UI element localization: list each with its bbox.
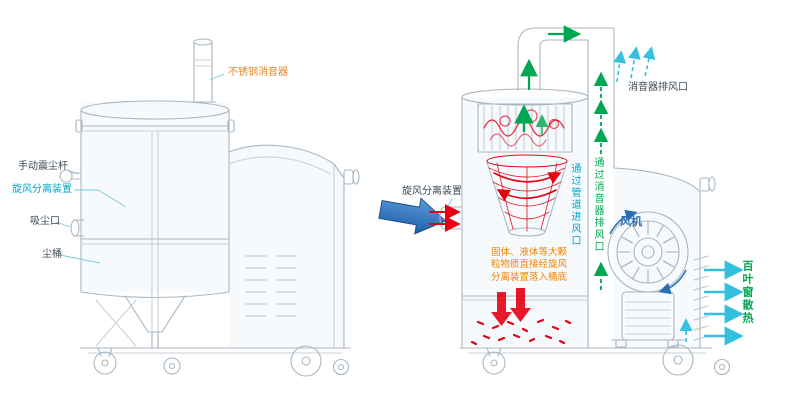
label-dust-bucket: 尘桶 — [42, 249, 62, 260]
right-leader-lines — [447, 198, 453, 207]
label-muffler-outlet: 消音器排风口 — [628, 82, 688, 93]
label-shaker-rod: 手动震尘杆 — [18, 161, 68, 172]
label-cyclone-right: 旋风分离装置 — [402, 186, 462, 197]
left-machine-art — [59, 38, 360, 377]
blue-fan-arrows — [609, 209, 687, 295]
red-particles — [470, 318, 572, 346]
left-leader-lines — [55, 73, 225, 264]
red-drop-arrows — [491, 288, 531, 326]
cyan-flow-arrows — [613, 46, 744, 346]
label-louver-cooling: 百叶窗散热 — [741, 260, 754, 325]
label-stainless-muffler: 不锈钢消音器 — [228, 67, 288, 78]
green-flow-arrows — [514, 25, 609, 290]
label-particle-note: 固体、液体等大颗粒物质直接经旋风分离装置落入桶底 — [491, 247, 568, 283]
transition-arrow — [378, 197, 447, 235]
label-suction-port: 吸尘口 — [30, 216, 60, 227]
label-muffler-exhaust: 通过消音器排风口 — [592, 157, 603, 253]
label-cyclone-left: 旋风分离装置 — [12, 184, 72, 195]
right-machine-art — [439, 27, 731, 376]
label-fan: 风机 — [620, 215, 642, 228]
label-pipe-inlet: 通过管道进风口 — [569, 163, 580, 247]
